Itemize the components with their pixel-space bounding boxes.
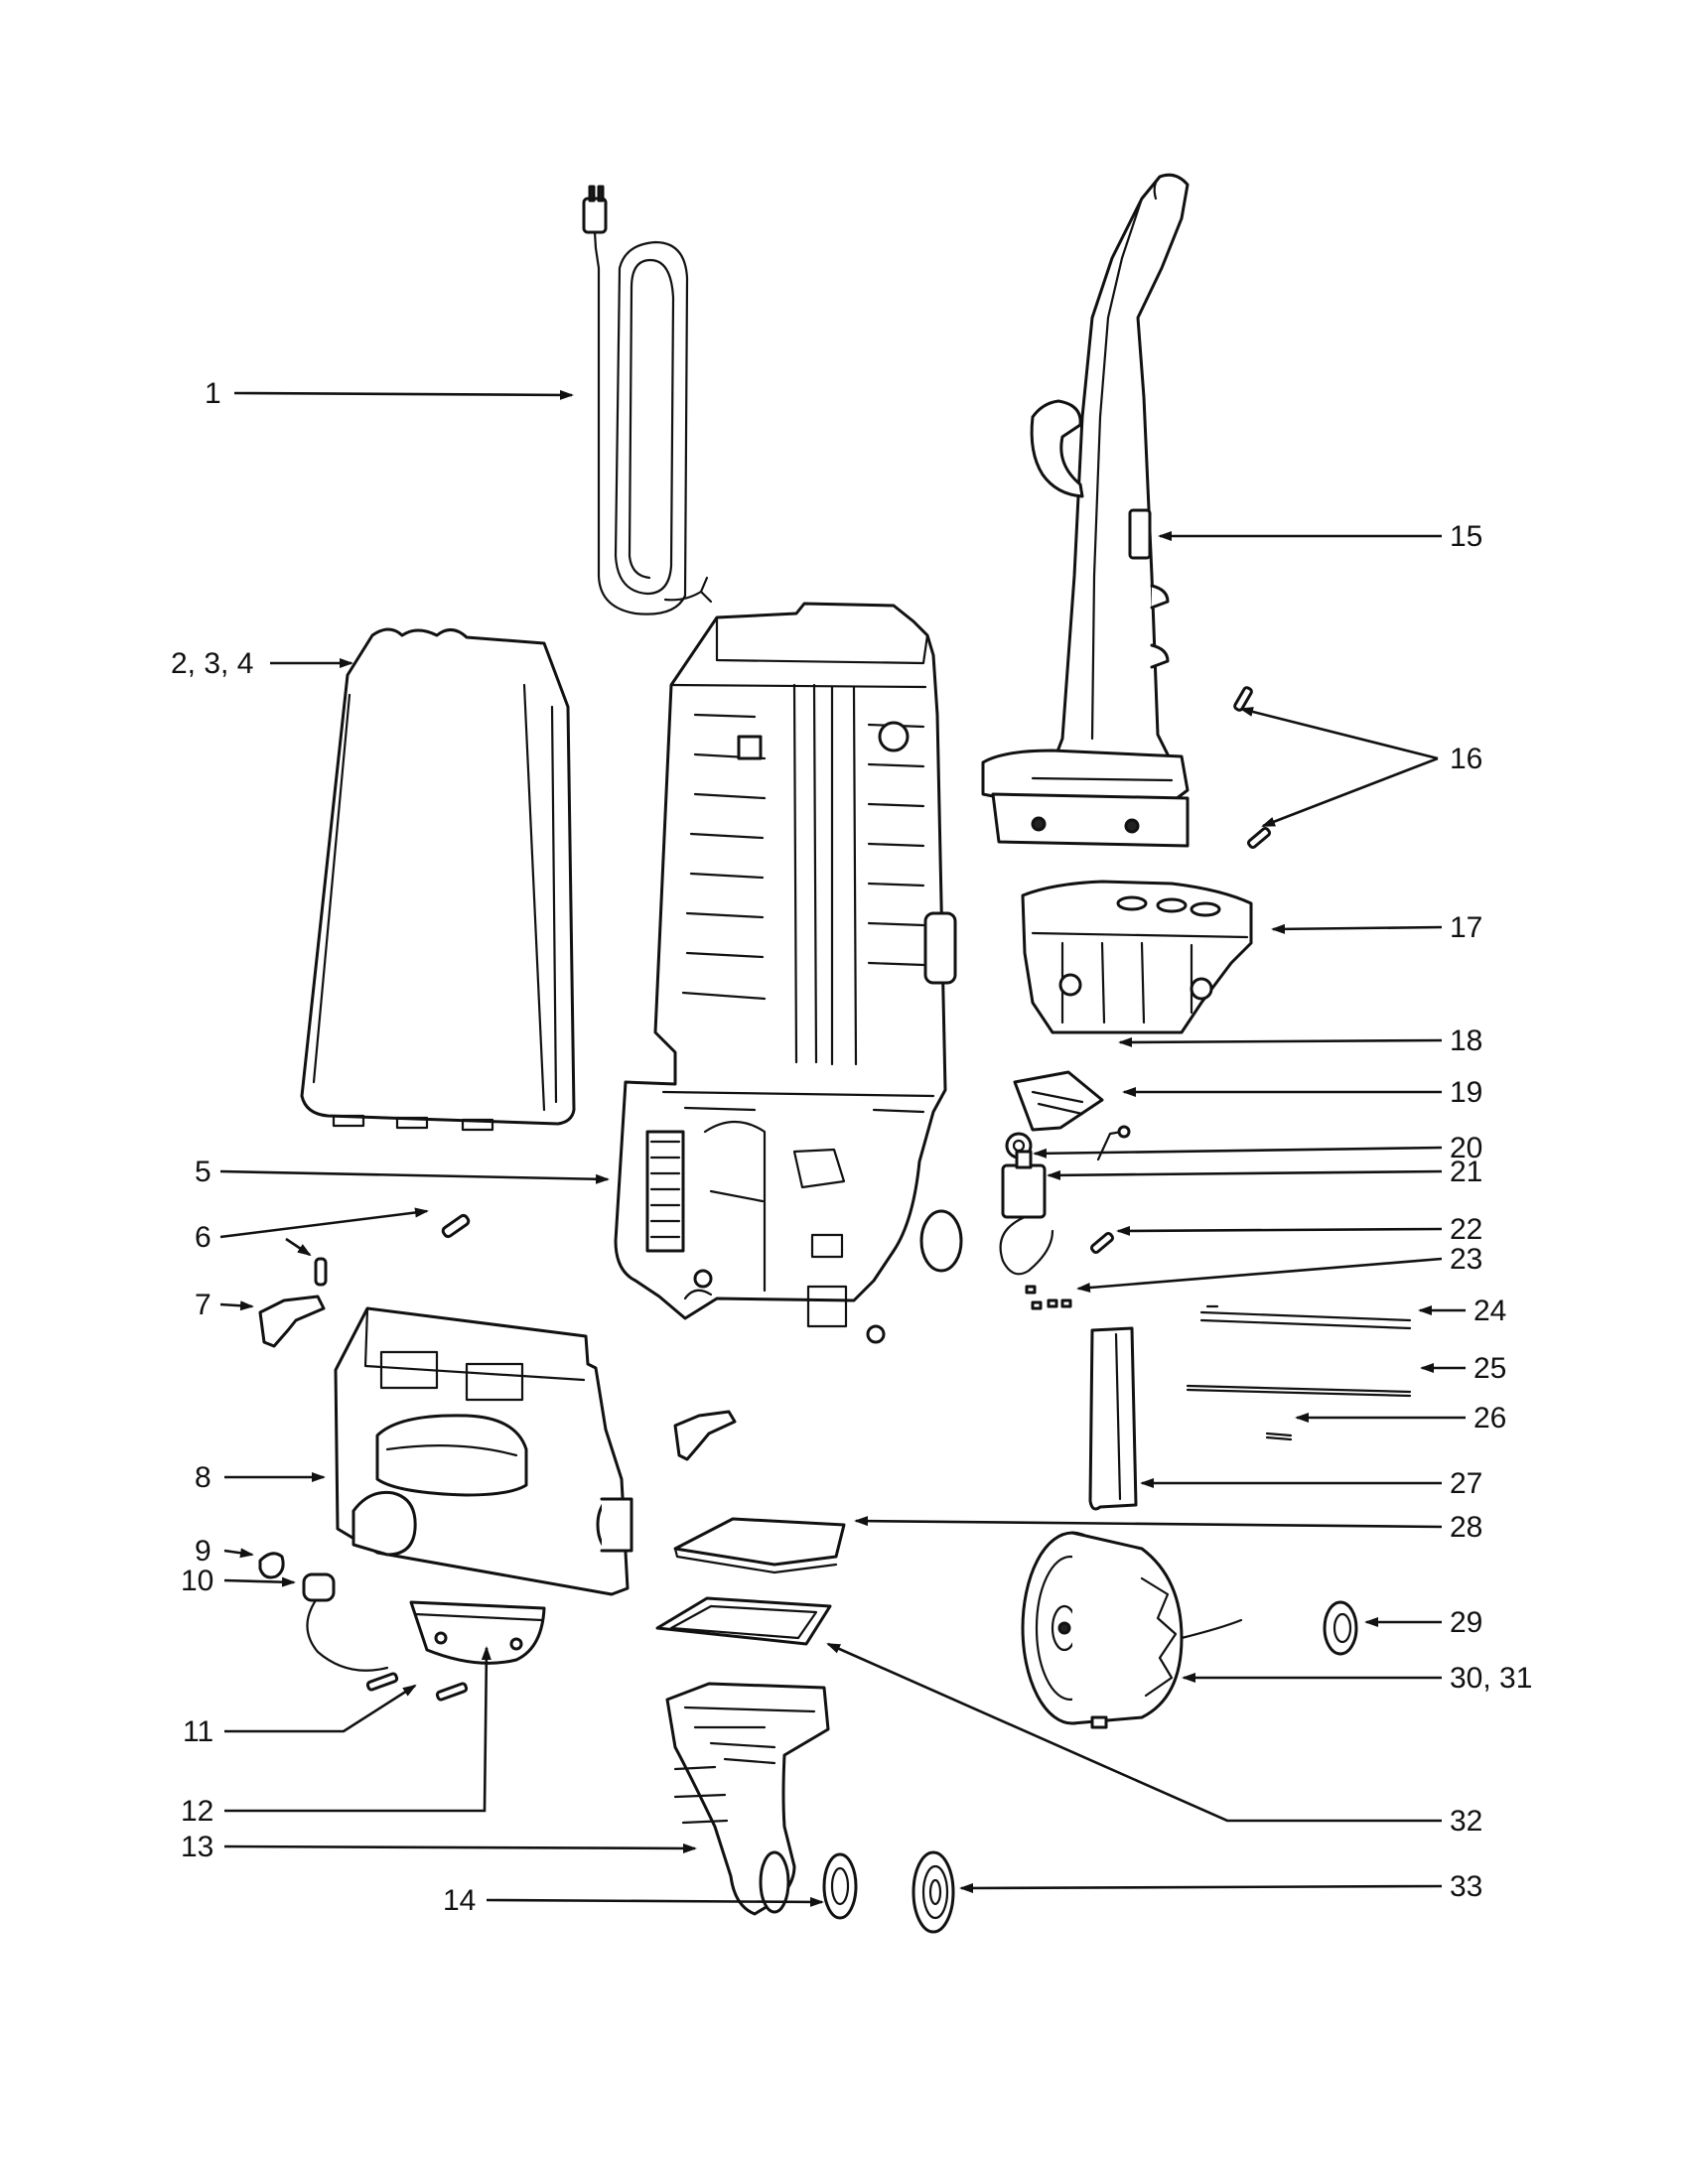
leader-6b: [285, 1237, 312, 1257]
callout-27: 27: [1450, 1467, 1482, 1500]
leader-14: [486, 1896, 824, 1907]
leader-23: [1076, 1257, 1443, 1294]
callout-24: 24: [1474, 1295, 1506, 1327]
part-connectors: [1025, 1285, 1072, 1310]
leader-33: [959, 1882, 1443, 1893]
callout-26: 26: [1474, 1402, 1506, 1434]
part-switch-screw: [1089, 1231, 1115, 1255]
leader-21: [1047, 1169, 1443, 1180]
callout-17: 17: [1450, 911, 1482, 944]
part-screws: [365, 1672, 469, 1702]
part-bag-door-housing: [334, 1306, 633, 1596]
callout-2-3-4: 2, 3, 4: [171, 647, 253, 680]
leader-16b: [1261, 756, 1439, 828]
leader-12: [224, 1646, 491, 1813]
part-handle-screws: [1233, 686, 1272, 850]
callout-20: 20: [1450, 1132, 1482, 1164]
leader-13: [223, 1843, 697, 1853]
leader-18: [1118, 1036, 1443, 1047]
leader-11: [224, 1684, 417, 1733]
part-switch: [999, 1150, 1054, 1276]
callout-14: 14: [443, 1884, 476, 1917]
callout-23: 23: [1450, 1243, 1482, 1276]
leader-5: [219, 1169, 610, 1184]
leader-32: [826, 1642, 1442, 1823]
callout-15: 15: [1450, 520, 1482, 553]
callout-19: 19: [1450, 1076, 1482, 1109]
leader-20: [1033, 1146, 1443, 1159]
callout-1: 1: [205, 377, 221, 410]
leader-lines: [219, 389, 1466, 1907]
part-bearing: [1323, 1600, 1358, 1656]
leader-22: [1116, 1225, 1443, 1236]
callout-13: 13: [181, 1831, 213, 1863]
part-filter-frame: [655, 1596, 832, 1646]
part-pin-pair: [314, 1213, 471, 1287]
leader-10: [223, 1576, 296, 1587]
part-handle-mount: [1021, 880, 1253, 1034]
part-large-wheel: [912, 1850, 955, 1934]
part-pin-26: [1265, 1432, 1293, 1441]
part-small-wheel: [822, 1852, 858, 1920]
part-rod-24: [1199, 1304, 1412, 1330]
part-motor: [1021, 1531, 1243, 1729]
callout-30-31: 30, 31: [1450, 1662, 1532, 1695]
callout-5: 5: [195, 1156, 211, 1188]
callout-22: 22: [1450, 1213, 1482, 1246]
leader-28: [854, 1516, 1443, 1529]
part-light-socket: [302, 1572, 389, 1672]
callout-8: 8: [195, 1461, 211, 1494]
part-front-bag-cover: [300, 627, 576, 1132]
part-main-body-housing: [614, 602, 963, 1344]
callout-12: 12: [181, 1795, 213, 1828]
callout-10: 10: [181, 1565, 213, 1597]
leader-16a: [1239, 707, 1439, 760]
callout-28: 28: [1450, 1511, 1482, 1544]
leader-6a: [219, 1207, 429, 1239]
part-power-cord: [582, 185, 713, 615]
part-nozzle-base: [665, 1682, 830, 1916]
part-filter: [673, 1517, 846, 1574]
leader-9: [223, 1548, 254, 1559]
part-spring: [1096, 1125, 1131, 1161]
part-small-clip: [258, 1552, 285, 1579]
part-brush-strip: [1088, 1326, 1138, 1511]
callout-18: 18: [1450, 1024, 1482, 1057]
callout-25: 25: [1474, 1352, 1506, 1385]
part-rod-25: [1186, 1384, 1412, 1398]
part-light-lens: [409, 1600, 546, 1665]
part-clip: [258, 1295, 326, 1348]
callout-33: 33: [1450, 1870, 1482, 1903]
callout-7: 7: [195, 1289, 211, 1321]
callout-6: 6: [195, 1221, 211, 1254]
callout-9: 9: [195, 1535, 211, 1568]
part-handle: [981, 173, 1190, 848]
callout-labels: 1 2, 3, 4 5 6 7 8 9 10 11 12 13 14 15 16…: [171, 377, 1532, 1917]
callout-16: 16: [1450, 743, 1482, 775]
leader-17: [1271, 923, 1443, 934]
callout-21: 21: [1450, 1156, 1482, 1188]
leader-1: [233, 389, 574, 400]
callout-29: 29: [1450, 1606, 1482, 1639]
part-loose-clip: [673, 1410, 737, 1461]
callout-32: 32: [1450, 1805, 1482, 1838]
callout-11: 11: [183, 1715, 213, 1748]
leader-7: [219, 1300, 254, 1311]
part-switch-cover: [1013, 1070, 1104, 1132]
